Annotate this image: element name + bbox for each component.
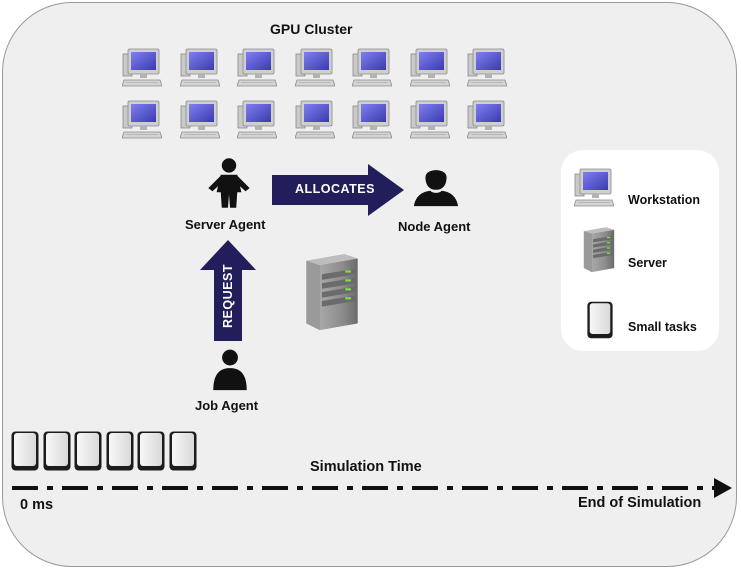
workstation-icon xyxy=(352,100,392,140)
legend-server-label: Server xyxy=(628,256,667,270)
allocates-arrow xyxy=(272,164,404,216)
timeline-start-label: 0 ms xyxy=(20,497,54,513)
workstation-icon xyxy=(122,48,162,88)
workstation-icon xyxy=(122,100,162,140)
job-agent-icon xyxy=(208,345,252,393)
small-task-icon xyxy=(42,430,72,472)
workstation-icon xyxy=(295,48,335,88)
request-arrow xyxy=(200,240,256,341)
small-task-icon xyxy=(136,430,166,472)
node-agent-label: Node Agent xyxy=(398,219,471,234)
small-task-icon xyxy=(73,430,103,472)
node-agent-icon xyxy=(412,163,460,207)
legend-workstation-icon xyxy=(574,168,614,208)
gpu-cluster-title: GPU Cluster xyxy=(270,21,353,37)
legend-small-task-icon xyxy=(586,300,614,340)
job-agent-label: Job Agent xyxy=(195,398,259,413)
server-agent-label: Server Agent xyxy=(185,217,266,232)
workstation-icon xyxy=(410,48,450,88)
workstation-icon xyxy=(180,100,220,140)
legend-server-icon xyxy=(582,226,616,272)
workstation-icon xyxy=(237,100,277,140)
workstation-icon xyxy=(352,48,392,88)
server-rack-icon xyxy=(303,252,361,330)
server-agent-icon xyxy=(198,157,260,209)
workstation-icon xyxy=(295,100,335,140)
workstation-icon xyxy=(467,48,507,88)
workstation-icon xyxy=(410,100,450,140)
small-task-icon xyxy=(168,430,198,472)
timeline-title: Simulation Time xyxy=(310,459,422,475)
workstation-icon xyxy=(180,48,220,88)
workstation-icon xyxy=(467,100,507,140)
timeline-end-label: End of Simulation xyxy=(578,495,702,511)
small-task-icon xyxy=(105,430,135,472)
allocates-label: ALLOCATES xyxy=(295,182,375,196)
legend-small-tasks-label: Small tasks xyxy=(628,320,697,334)
legend-workstation-label: Workstation xyxy=(628,193,700,207)
timeline-arrow xyxy=(12,478,732,498)
request-label: REQUEST xyxy=(221,264,235,328)
workstation-icon xyxy=(237,48,277,88)
small-task-icon xyxy=(10,430,40,472)
